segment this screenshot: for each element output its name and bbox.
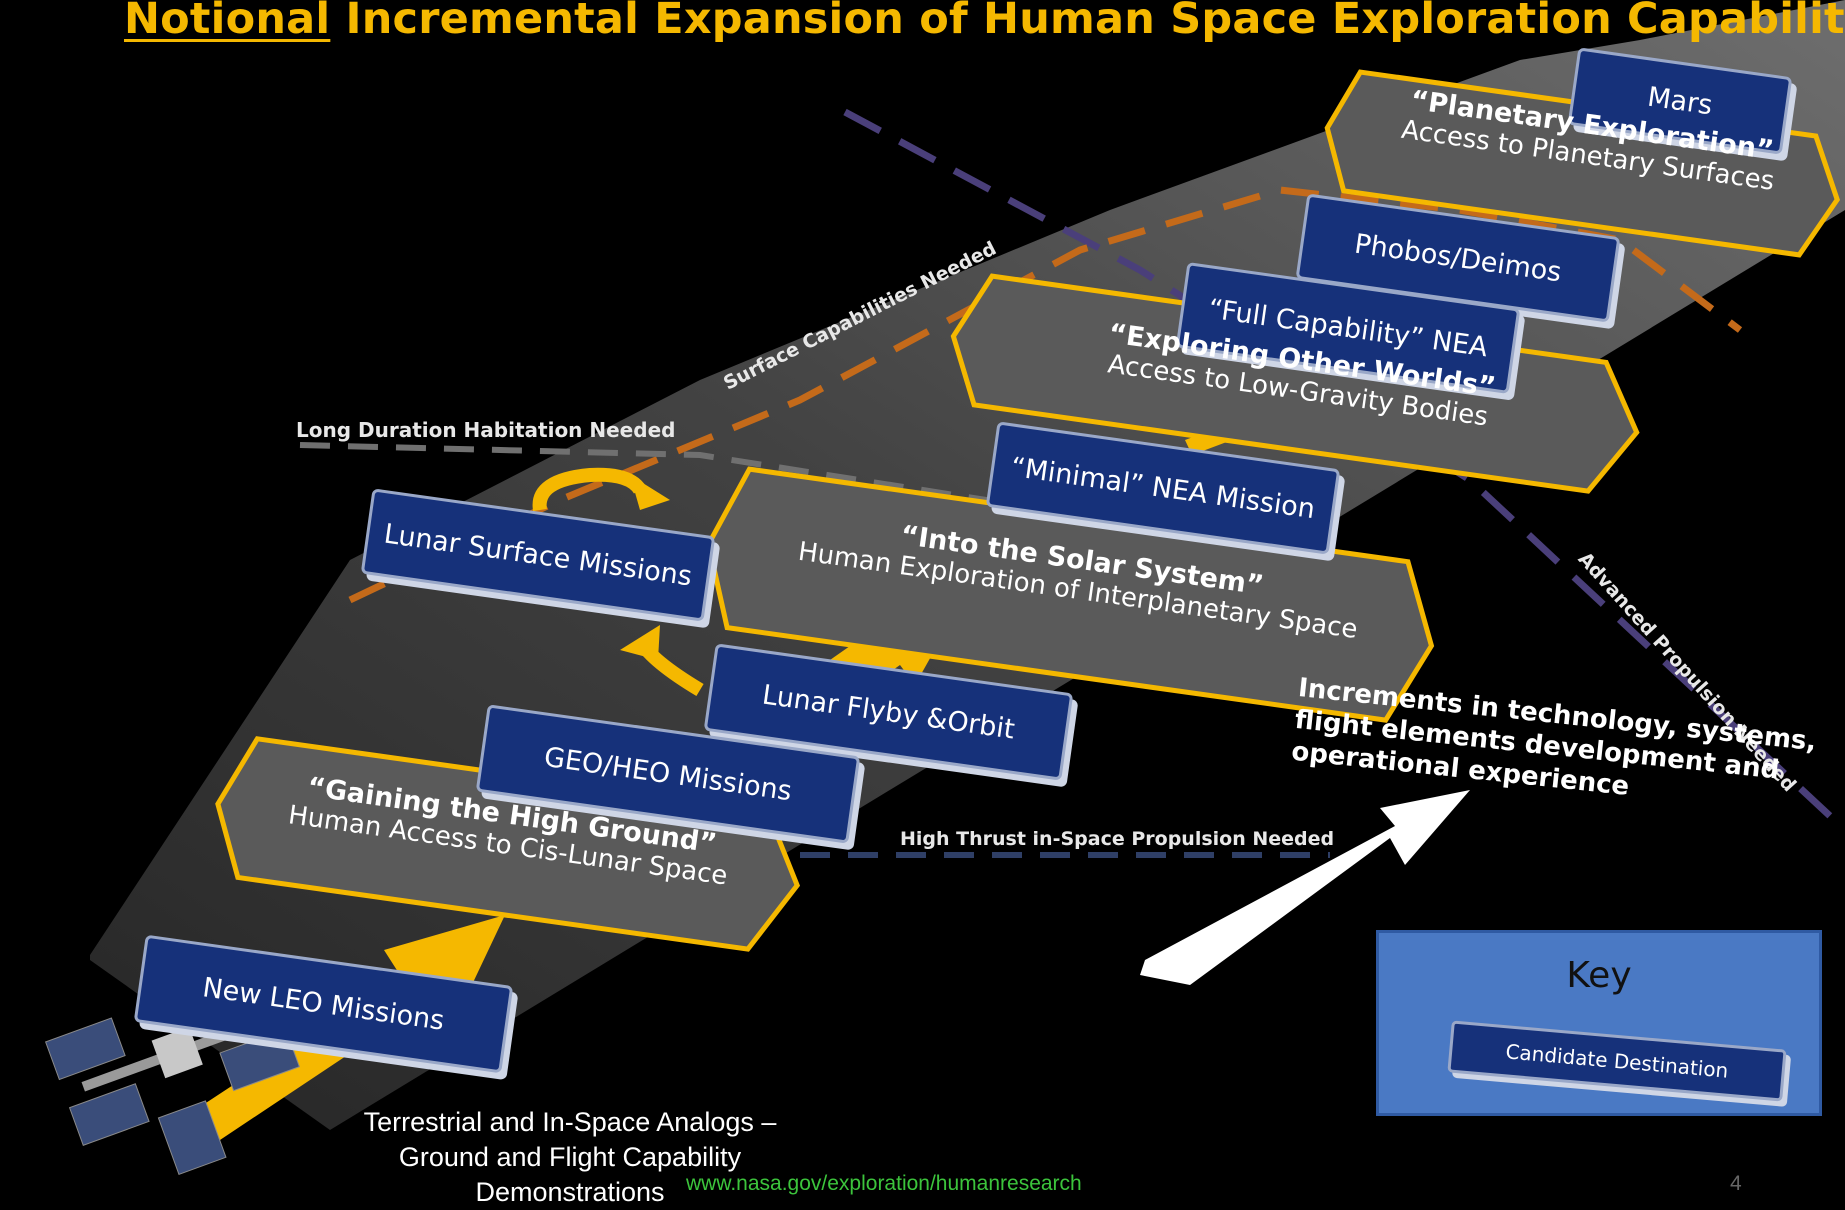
annotation-habitation: Long Duration Habitation Needed (296, 418, 676, 442)
footer-url[interactable]: www.nasa.gov/exploration/humanresearch (686, 1172, 1082, 1195)
white-increments-arrow (1140, 790, 1470, 985)
gold-curve-habitation (532, 467, 647, 512)
analogs-line1: Terrestrial and In-Space Analogs – (363, 1107, 777, 1137)
legend-candidate-destination: Candidate Destination (1447, 1020, 1787, 1102)
legend-title: Key (1566, 955, 1632, 996)
analogs-line3: Demonstrations (475, 1177, 665, 1207)
page-title: Notional Incremental Expansion of Human … (124, 0, 1845, 44)
title-underlined: Notional (124, 0, 331, 44)
legend-key: Key Candidate Destination (1376, 930, 1822, 1116)
habitation-dash-line (299, 442, 1051, 513)
title-rest: Incremental Expansion of Human Space Exp… (330, 0, 1845, 44)
stage-banner-planetary (1324, 69, 1840, 258)
analogs-line2: Ground and Flight Capability (398, 1142, 742, 1172)
page-number: 4 (1730, 1172, 1742, 1195)
gold-curve-lunar-head (620, 625, 660, 660)
gold-curve-habitation-head (630, 475, 670, 510)
analogs-text: Terrestrial and In-Space Analogs – Groun… (330, 1105, 810, 1210)
stage-banner-other-worlds (950, 273, 1640, 494)
annotation-propulsion-high-thrust: High Thrust in-Space Propulsion Needed (900, 828, 1335, 850)
